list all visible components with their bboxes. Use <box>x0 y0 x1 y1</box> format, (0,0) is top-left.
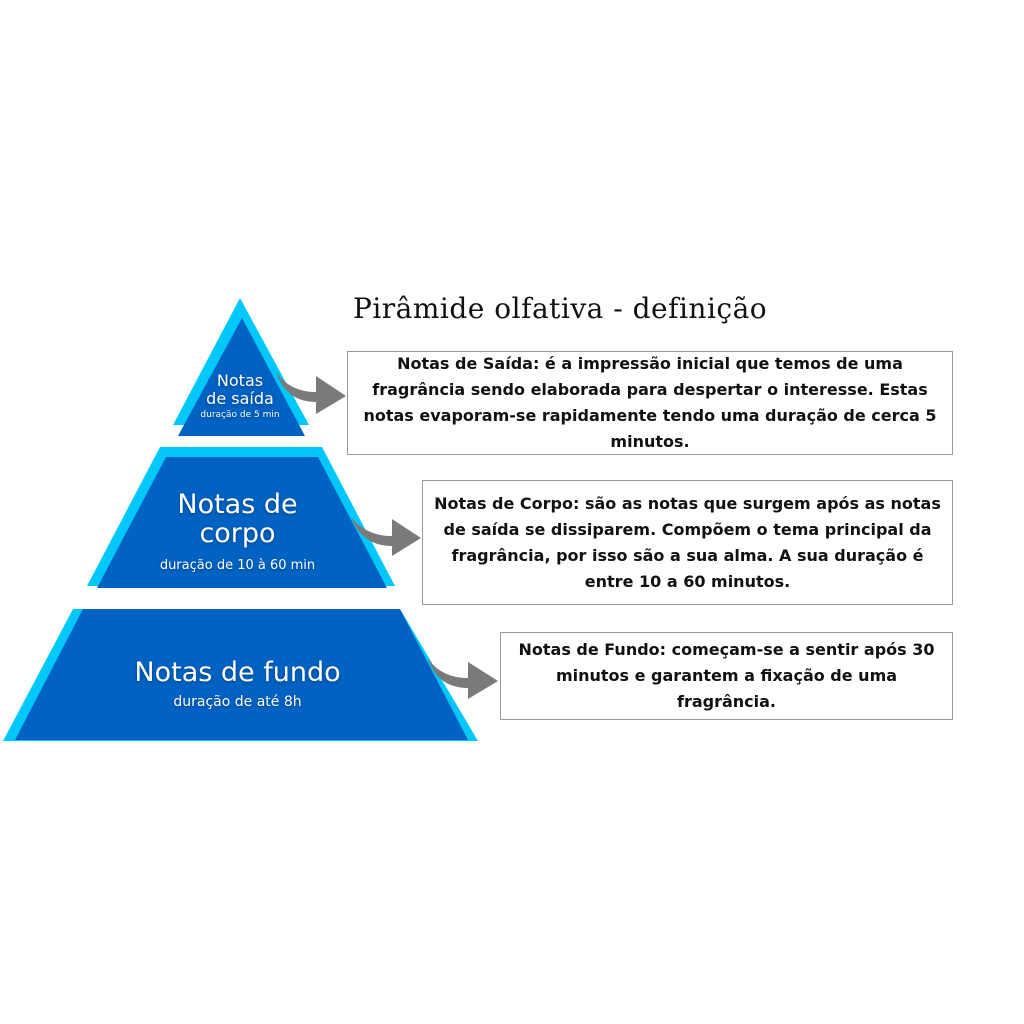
tier-name: Notas de <box>177 489 298 520</box>
middle-tier-label: Notas de corpo duração de 10 à 60 min <box>130 490 345 573</box>
tier-name: corpo <box>199 518 276 549</box>
base-notes-description: Notas de Fundo: começam-se a sentir após… <box>500 632 953 720</box>
tier-name: Notas de fundo <box>134 657 341 688</box>
bottom-tier-inner <box>15 609 468 740</box>
tier-duration: duração de até 8h <box>173 694 302 710</box>
middle-tier-inner <box>97 457 387 588</box>
middle-notes-description: Notas de Corpo: são as notas que surgem … <box>422 480 953 605</box>
top-tier-inner <box>178 318 305 436</box>
arrow-icon <box>351 517 421 556</box>
tier-duration: duração de 5 min <box>200 410 280 420</box>
top-notes-description: Notas de Saída: é a impressão inicial qu… <box>347 351 953 455</box>
bottom-tier-label: Notas de fundo duração de até 8h <box>90 656 385 710</box>
top-tier-label: Notas de saída duração de 5 min <box>190 371 290 421</box>
arrow-icon <box>428 659 498 699</box>
arrow-icon <box>276 372 346 414</box>
page-title: Pirâmide olfativa - definição <box>353 292 768 325</box>
tier-name: de saída <box>206 389 274 408</box>
tier-name: Notas <box>216 371 264 390</box>
tier-duration: duração de 10 à 60 min <box>159 558 316 573</box>
